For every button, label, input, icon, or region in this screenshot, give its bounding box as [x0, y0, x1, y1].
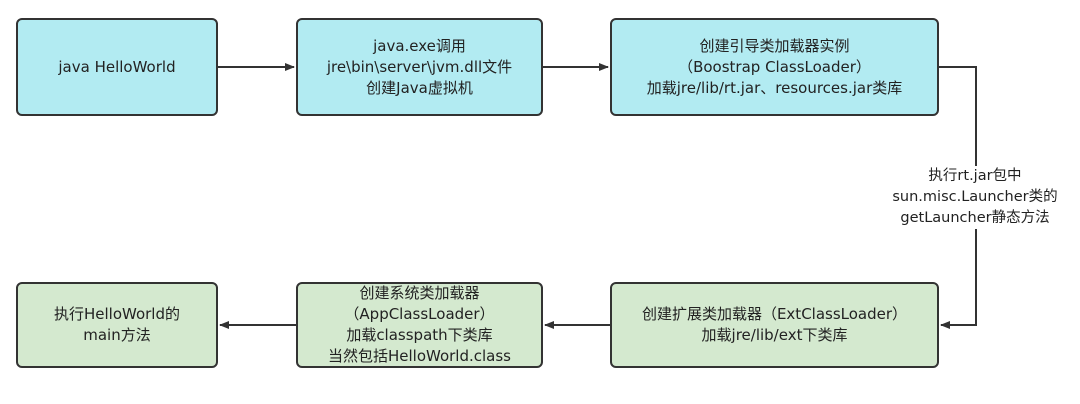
node-text: 加载jre/lib/rt.jar、resources.jar类库 — [646, 78, 903, 97]
node-ext-classloader: 创建扩展类加载器（ExtClassLoader） 加载jre/lib/ext下类… — [610, 282, 939, 368]
node-text: java HelloWorld — [58, 57, 176, 76]
node-text: 加载jre/lib/ext下类库 — [701, 326, 848, 344]
node-run-main: 执行HelloWorld的 main方法 — [16, 282, 218, 368]
node-java-helloworld: java HelloWorld — [16, 18, 218, 116]
node-text: （AppClassLoader） — [344, 305, 495, 323]
edge-label-text: 执行rt.jar包中 — [928, 168, 1022, 184]
node-text: 当然包括HelloWorld.class — [327, 347, 511, 365]
node-app-classloader: 创建系统类加载器 （AppClassLoader） 加载classpath下类库… — [296, 282, 543, 368]
node-text: main方法 — [83, 326, 151, 344]
edge-label-text: getLauncher静态方法 — [900, 210, 1050, 226]
node-text: jre\bin\server\jvm.dll文件 — [326, 57, 513, 76]
node-text: 创建引导类加载器实例 — [699, 36, 850, 55]
node-create-jvm: java.exe调用 jre\bin\server\jvm.dll文件 创建Ja… — [296, 18, 543, 116]
node-text: java.exe调用 — [373, 36, 466, 55]
node-text: 创建扩展类加载器（ExtClassLoader） — [641, 305, 908, 323]
node-text: 加载classpath下类库 — [346, 326, 493, 344]
edge-label-text: sun.misc.Launcher类的 — [892, 189, 1058, 205]
node-text: （Boostrap ClassLoader） — [678, 57, 871, 76]
node-bootstrap-classloader: 创建引导类加载器实例 （Boostrap ClassLoader） 加载jre/… — [610, 18, 939, 116]
node-text: 执行HelloWorld的 — [53, 305, 180, 323]
node-text: 创建系统类加载器 — [359, 284, 480, 302]
node-text: 创建Java虚拟机 — [366, 78, 473, 97]
edge-label-launcher: 执行rt.jar包中 sun.misc.Launcher类的 getLaunch… — [880, 166, 1070, 229]
